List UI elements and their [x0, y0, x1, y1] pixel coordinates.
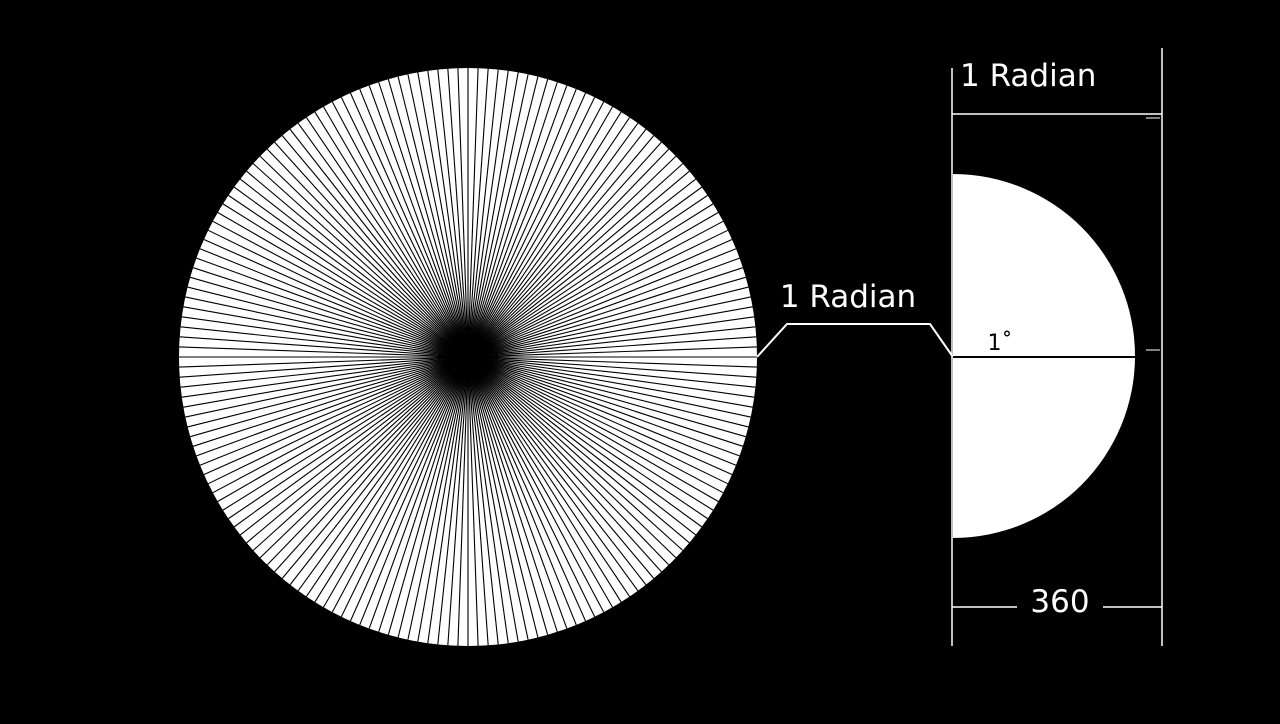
bottom-label: 360 [1030, 584, 1089, 620]
center-dot [453, 340, 483, 370]
radial-circle [179, 68, 757, 646]
top-label: 1 Radian [960, 58, 1096, 94]
half-disc: 1˚ [953, 174, 1135, 538]
dimension-lines [951, 48, 1163, 646]
degree-label: 1˚ [988, 331, 1013, 356]
callout-label: 1 Radian [780, 279, 916, 315]
callout-connector [756, 323, 954, 358]
